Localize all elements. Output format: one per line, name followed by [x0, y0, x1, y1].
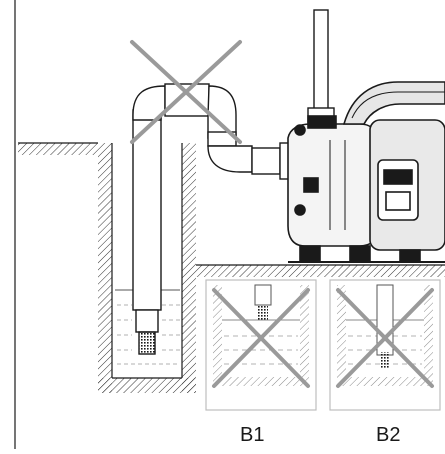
discharge-pipe	[307, 9, 335, 123]
label-b2: B2	[376, 424, 401, 446]
no-elbow-cross-icon	[130, 40, 242, 144]
inset-b2-cross-icon	[336, 288, 434, 388]
inset-b1	[205, 279, 317, 411]
ground	[18, 142, 445, 393]
label-b1: B1	[240, 424, 265, 446]
inset-b1-cross-icon	[212, 288, 310, 388]
inset-b2	[329, 279, 441, 411]
suction-pipe	[132, 83, 291, 355]
pump	[287, 81, 445, 263]
